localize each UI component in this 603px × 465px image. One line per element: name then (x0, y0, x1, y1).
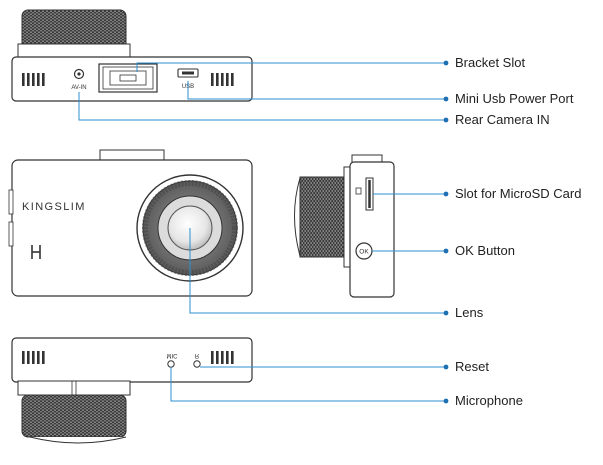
callout-line-lens (189, 228, 446, 314)
h-logo-icon (31, 245, 41, 259)
callout-lines (78, 62, 446, 402)
dot-bracket-slot (443, 60, 449, 66)
callout-line-microphone (170, 367, 446, 402)
callout-label-mini-usb: Mini Usb Power Port (455, 91, 574, 106)
side-lens-barrel (299, 176, 345, 258)
top-view: AV-IN USB (11, 9, 253, 102)
sd-card-icon (355, 187, 362, 195)
callout-label-rear-camera: Rear Camera IN (455, 112, 550, 127)
reset-label-group: R (195, 352, 200, 358)
lens-collar-bottom (17, 380, 131, 396)
dot-rear-camera (443, 117, 449, 123)
lens-collar-top (17, 43, 131, 59)
bottom-body (11, 337, 253, 383)
dot-microsd (443, 191, 449, 197)
dot-ok-button (443, 248, 449, 254)
callout-label-ok-button: OK Button (455, 243, 515, 258)
dot-lens (443, 310, 449, 316)
brand-text: KINGSLIM (22, 201, 86, 213)
front-view: KINGSLIM (8, 149, 253, 297)
mic-label-group: MIC (167, 352, 179, 358)
dot-reset (443, 364, 449, 370)
callout-label-bracket-slot: Bracket Slot (455, 55, 526, 70)
side-view: OK (294, 154, 395, 298)
reset-hole-icon (193, 360, 201, 368)
ok-label: OK (359, 249, 369, 256)
callout-label-lens: Lens (455, 305, 484, 320)
mic-label: MIC (167, 352, 179, 358)
dot-mini-usb (443, 96, 449, 102)
callout-line-rear-camera (78, 92, 446, 121)
vent-left-bottom (22, 351, 45, 364)
vent-right-bottom (211, 351, 234, 364)
callout-dots (443, 60, 449, 404)
callout-label-microphone: Microphone (455, 393, 523, 408)
vent-left-top (22, 73, 45, 86)
callout-line-mini-usb (187, 81, 446, 100)
microphone-hole-icon (167, 360, 175, 368)
vent-right-top (211, 73, 234, 86)
av-in-label: AV-IN (71, 85, 86, 91)
callout-label-microsd: Slot for MicroSD Card (455, 186, 582, 201)
front-top-bump (99, 149, 165, 161)
dot-microphone (443, 398, 449, 404)
reset-label: R (195, 352, 200, 358)
side-body (349, 161, 395, 298)
bottom-view: MIC R (11, 337, 253, 444)
callout-line-bracket-slot (136, 62, 446, 72)
lens-barrel-bottom (21, 394, 127, 438)
callout-label-reset: Reset (455, 359, 489, 374)
